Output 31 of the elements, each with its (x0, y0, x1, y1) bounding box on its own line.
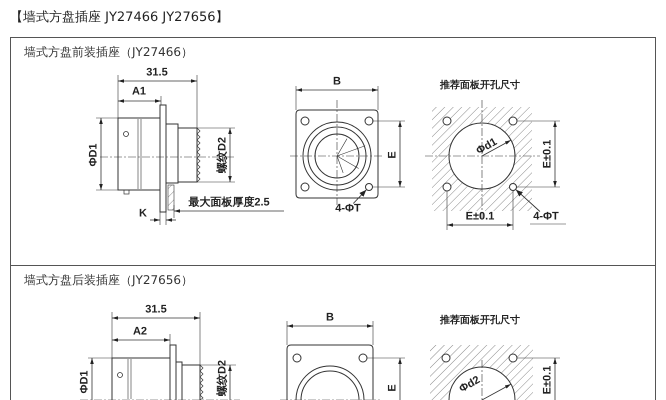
dimension-label: 最大面板厚度2.5 (188, 198, 270, 208)
dimension-label: E (388, 384, 398, 392)
section-panel (10, 37, 656, 266)
dimension-label: K (139, 208, 147, 220)
dimension-label: 31.5 (146, 68, 168, 78)
dimension-label: ΦD1 (88, 143, 100, 167)
section-panel (10, 265, 656, 400)
dimension-label: B (333, 76, 341, 88)
dimension-label: A1 (132, 86, 146, 98)
dimension-label: E±0.1 (542, 366, 554, 394)
cutout-title: 推荐面板开孔尺寸 (440, 316, 520, 326)
page-title: 【墙式方盘插座 JY27466 JY27656】 (10, 9, 229, 26)
mounting-hole (365, 183, 373, 191)
callout-text: 4-ΦT (335, 204, 361, 214)
dimension-label: 螺纹D2 (218, 136, 228, 174)
dimension-label: E±0.1 (542, 140, 554, 168)
cutout-title: 推荐面板开孔尺寸 (440, 81, 520, 91)
dimension-label: B (326, 312, 334, 324)
leader-line (352, 189, 367, 204)
callout-text: 4-ΦT (533, 212, 559, 222)
dimension-label: E (388, 151, 398, 159)
dimension-label: E±0.1 (466, 212, 494, 222)
dimension-label: Φd1 (474, 136, 500, 158)
dimension-label: 31.5 (145, 304, 167, 316)
leader-line (516, 189, 540, 212)
dimension-label: 螺纹D2 (218, 360, 228, 396)
dimension-label: ΦD1 (80, 370, 90, 394)
dimension-label: Φd2 (458, 374, 482, 396)
section-heading: 墙式方盘后装插座（JY27656） (24, 272, 194, 289)
section-heading: 墙式方盘前装插座（JY27466） (24, 44, 194, 61)
dimension-label: A2 (132, 326, 148, 338)
